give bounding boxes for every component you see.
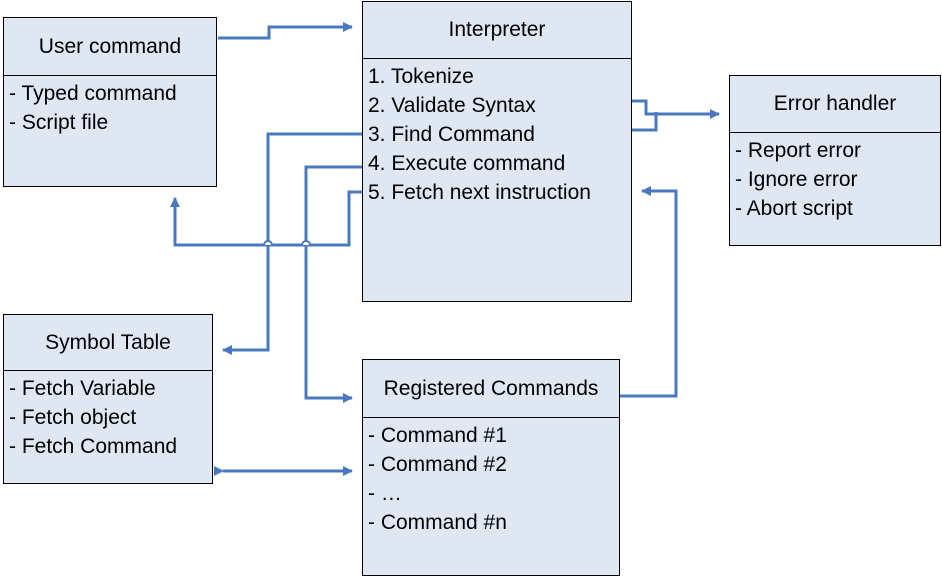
registered-command-item: - Command #2 (368, 453, 507, 476)
registered-command-item: - … (368, 482, 402, 505)
line-crossing-hop (263, 240, 273, 246)
interpreter-step: 4. Execute command (368, 152, 566, 175)
symbol-table-item: - Fetch object (9, 406, 137, 429)
symbol-table-item: - Fetch Variable (9, 377, 156, 400)
interpreter-title: Interpreter (363, 2, 631, 59)
interpreter-step: 3. Find Command (368, 123, 535, 146)
registered-commands-to-interpreter-arrow (620, 186, 678, 398)
user-command-item: - Script file (9, 111, 109, 134)
interpreter-to-error-handler-arrow (632, 99, 720, 119)
error-handler-item: - Abort script (735, 197, 853, 220)
error-handler-item: - Report error (735, 139, 862, 162)
line-crossing-hop (301, 240, 311, 246)
registered-commands-box: Registered Commands - Command #1 - Comma… (362, 359, 620, 576)
symbol-table-box: Symbol Table - Fetch Variable - Fetch ob… (3, 314, 213, 484)
registered-commands-title: Registered Commands (363, 360, 619, 418)
execute-to-registered-commands-arrow (304, 165, 362, 403)
interpreter-step: 2. Validate Syntax (368, 94, 536, 117)
registered-command-item: - Command #1 (368, 424, 507, 447)
user-to-interpreter-arrow (218, 22, 353, 40)
interpreter-step: 5. Fetch next instruction (368, 181, 591, 204)
validate-to-error-connector (632, 112, 658, 132)
user-command-title: User command (4, 18, 216, 76)
error-handler-item: - Ignore error (735, 168, 858, 191)
interpreter-step: 1. Tokenize (368, 65, 474, 88)
error-handler-box: Error handler - Report error - Ignore er… (729, 75, 941, 246)
user-command-item: - Typed command (9, 82, 177, 105)
interpreter-box: Interpreter 1. Tokenize 2. Validate Synt… (362, 1, 632, 302)
user-command-box: User command - Typed command - Script fi… (3, 17, 217, 187)
error-handler-title: Error handler (730, 76, 940, 133)
symbol-table-item: - Fetch Command (9, 435, 178, 458)
fetch-next-to-user-command-arrow (170, 190, 362, 247)
symbol-table-title: Symbol Table (4, 315, 212, 371)
registered-command-item: - Command #n (368, 511, 507, 534)
